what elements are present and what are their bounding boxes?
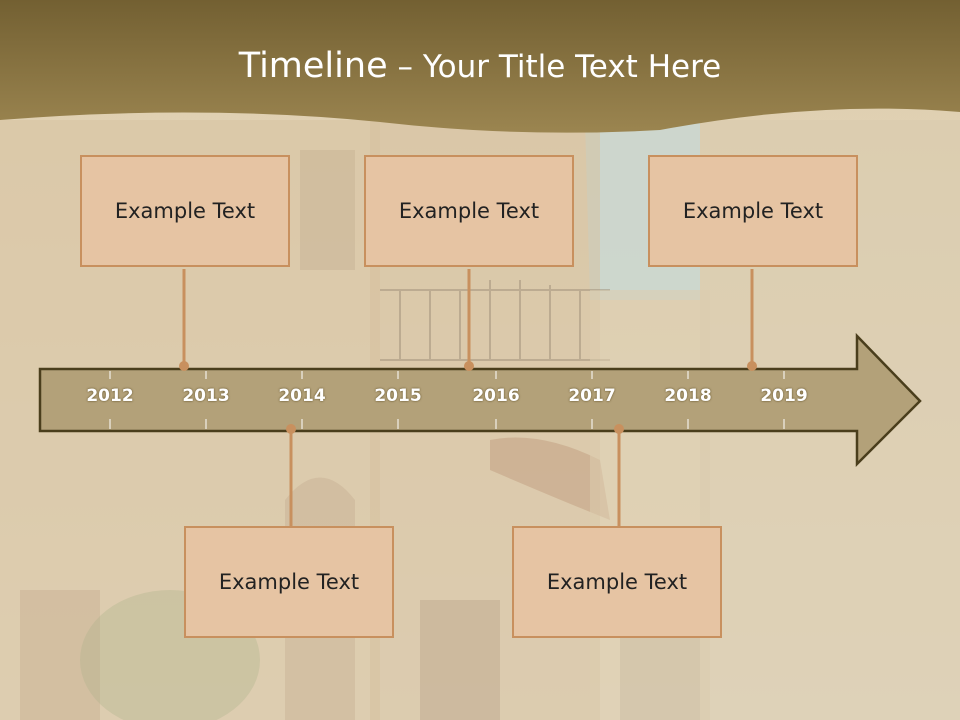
event-box-top-1: Example Text — [80, 155, 290, 267]
connector-dot — [614, 424, 624, 434]
connector-dot — [464, 361, 474, 371]
timeline-ticks — [109, 371, 785, 429]
event-box-bottom-1: Example Text — [184, 526, 394, 638]
title-lead: Timeline — [238, 46, 388, 86]
event-text: Example Text — [114, 199, 256, 223]
connector-dot — [286, 424, 296, 434]
event-box-bottom-2: Example Text — [512, 526, 722, 638]
connector-dot — [747, 361, 757, 371]
event-text: Example Text — [546, 570, 688, 594]
event-text: Example Text — [218, 570, 360, 594]
year-label-2019: 2019 — [760, 386, 808, 406]
title-rest: – Your Title Text Here — [387, 49, 722, 85]
event-box-top-2: Example Text — [364, 155, 574, 267]
connector-dot — [179, 361, 189, 371]
year-label-2018: 2018 — [664, 386, 712, 406]
event-text: Example Text — [398, 199, 540, 223]
event-box-top-3: Example Text — [648, 155, 858, 267]
header-banner — [0, 0, 960, 133]
timeline-arrow — [38, 332, 922, 468]
slide-title: Timeline – Your Title Text Here — [0, 44, 960, 89]
year-label-2016: 2016 — [472, 386, 520, 406]
year-label-2012: 2012 — [86, 386, 134, 406]
event-text: Example Text — [682, 199, 824, 223]
timeline-connectors — [179, 269, 757, 526]
year-label-2017: 2017 — [568, 386, 616, 406]
year-label-2013: 2013 — [182, 386, 230, 406]
year-label-2014: 2014 — [278, 386, 326, 406]
year-label-2015: 2015 — [374, 386, 422, 406]
